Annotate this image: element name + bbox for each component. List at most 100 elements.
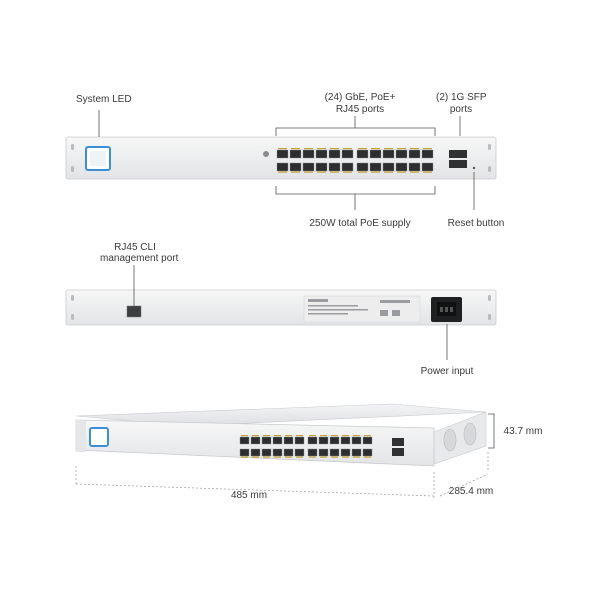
front-port-led [304,148,313,150]
reset-button-label: Reset button [447,218,505,229]
front-port-led [410,148,419,150]
perspective-port-led [331,456,338,458]
perspective-rj45-port [283,448,294,457]
perspective-rj45-port [351,448,362,457]
front-rj45-port [302,149,315,159]
perspective-port-led [353,456,360,458]
perspective-port-led [364,456,371,458]
perspective-port-led [252,456,259,458]
perspective-port-led [274,435,281,437]
front-port-led [423,171,432,173]
front-port-led [291,148,300,150]
poe-supply-label: 250W total PoE supply [309,218,411,229]
perspective-rj45-port [272,436,283,445]
side-vent-2 [463,422,477,446]
front-port-led [278,148,287,150]
front-rj45-port [289,162,302,172]
front-rj45-port [315,149,328,159]
perspective-port-led [241,456,248,458]
front-port-led [330,148,339,150]
front-port-led [317,171,326,173]
front-rj45-port [328,162,341,172]
perspective-rj45-port [329,448,340,457]
front-rj45-port [356,149,369,159]
perspective-rj45-port [318,448,329,457]
height-dimension-label: 43.7 mm [503,426,543,437]
perspective-view [75,403,495,498]
perspective-rj45-port [362,448,373,457]
sfp-label-line2: ports [449,104,473,115]
side-vent-1 [443,428,457,452]
perspective-port-led [320,435,327,437]
system-led-perspective [89,427,109,447]
perspective-rj45-port [351,436,362,445]
perspective-rj45-port [294,436,305,445]
front-port-led [358,148,367,150]
front-rj45-port [276,149,289,159]
front-rj45-port [395,162,408,172]
perspective-port-led [353,435,360,437]
rj45-ports-label-line2: RJ45 ports [335,104,385,115]
front-port-led [410,171,419,173]
front-rj45-port [302,162,315,172]
perspective-rj45-port [318,436,329,445]
front-view [65,110,497,210]
front-rj45-port [395,149,408,159]
perspective-rj45-port [283,436,294,445]
front-port-led [371,148,380,150]
perspective-rj45-port [294,448,305,457]
front-rj45-port [421,162,434,172]
power-input-label: Power input [420,366,474,377]
front-port-led [317,148,326,150]
system-led-label: System LED [76,94,132,105]
perspective-port-led [342,456,349,458]
front-port-led [384,171,393,173]
perspective-rj45-port [239,436,250,445]
perspective-rj45-port [362,436,373,445]
front-rj45-port [328,149,341,159]
front-port-led [358,171,367,173]
sfp-port-1 [449,150,467,158]
cli-port-label-line2: management port [100,253,179,264]
rj45-ports-label-line1: (24) GbE, PoE+ [324,92,396,103]
perspective-port-led [274,456,281,458]
front-rj45-port [276,162,289,172]
front-port-led [397,148,406,150]
front-rj45-port [408,162,421,172]
front-port-led [343,171,352,173]
perspective-port-led [331,435,338,437]
perspective-port-led [263,456,270,458]
perspective-rj45-port [261,436,272,445]
perspective-port-led [241,435,248,437]
perspective-rj45-port [250,448,261,457]
front-rj45-port [369,149,382,159]
front-port-led [397,171,406,173]
front-rj45-port-group [276,148,434,173]
front-rj45-port [315,162,328,172]
perspective-port-led [296,456,303,458]
width-dimension-label: 485 mm [230,490,268,501]
perspective-rj45-port-group [239,435,373,458]
perspective-rj45-port [261,448,272,457]
front-port-led [371,171,380,173]
front-rj45-port [421,149,434,159]
perspective-port-led [263,435,270,437]
rear-view [65,265,497,360]
front-rj45-port [356,162,369,172]
perspective-port-led [296,435,303,437]
front-rj45-port [408,149,421,159]
front-port-led [423,148,432,150]
perspective-port-led [309,456,316,458]
perspective-port-led [252,435,259,437]
front-rj45-port [382,162,395,172]
front-port-led [343,148,352,150]
perspective-rj45-port [340,448,351,457]
front-rj45-port [341,149,354,159]
sfp-label-line1: (2) 1G SFP [436,92,487,103]
perspective-rj45-port [307,436,318,445]
perspective-port-led [285,456,292,458]
perspective-port-led [364,435,371,437]
front-rj45-port [369,162,382,172]
perspective-port-led [320,456,327,458]
reset-button [472,166,476,170]
